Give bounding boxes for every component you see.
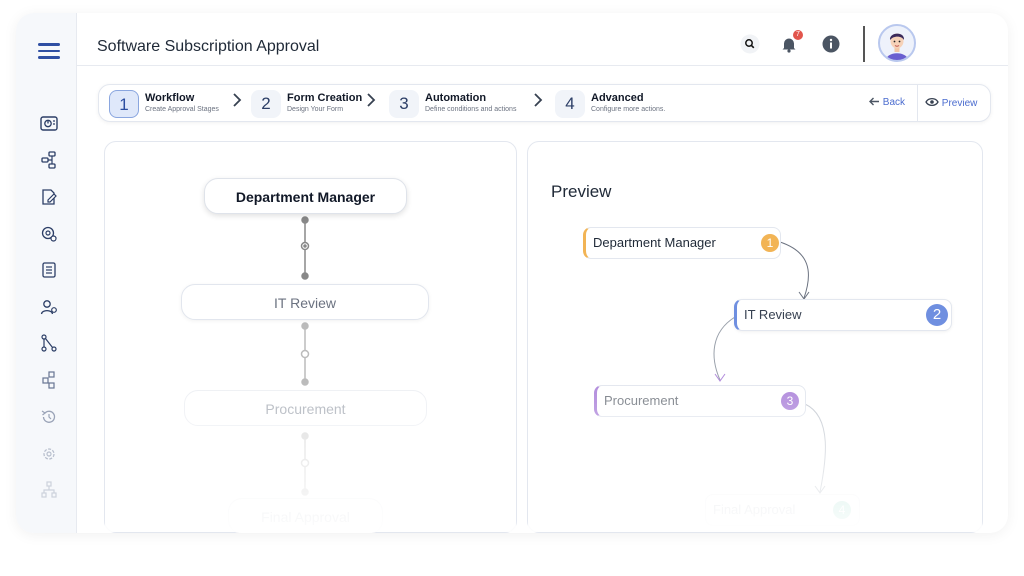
step-name: Advanced bbox=[591, 92, 644, 104]
preview-node-number: 1 bbox=[761, 234, 779, 252]
workflow-icon[interactable] bbox=[40, 151, 58, 169]
page-title: Software Subscription Approval bbox=[97, 38, 320, 55]
info-icon[interactable] bbox=[821, 34, 841, 54]
chevron-right-icon bbox=[366, 93, 376, 107]
header-divider bbox=[863, 26, 865, 62]
gear-icon[interactable] bbox=[40, 445, 58, 463]
workflow-builder-panel: Department Manager IT Review Procurement… bbox=[104, 141, 517, 533]
eye-icon bbox=[925, 97, 939, 107]
back-label: Back bbox=[882, 97, 906, 108]
notification-badge: 7 bbox=[793, 30, 803, 40]
preview-label: Preview bbox=[941, 98, 978, 109]
top-header: Software Subscription Approval 7 bbox=[77, 13, 1008, 66]
workflow-node[interactable]: IT Review bbox=[181, 284, 429, 320]
document-list-icon[interactable] bbox=[40, 261, 58, 279]
app-window: Software Subscription Approval 7 bbox=[16, 13, 1008, 533]
workflow-node[interactable]: Department Manager bbox=[204, 178, 407, 214]
preview-title: Preview bbox=[551, 182, 612, 201]
preview-node-label: IT Review bbox=[744, 307, 802, 322]
step-description: Design Your Form bbox=[287, 106, 344, 113]
preview-node-label: Final Approval bbox=[713, 502, 796, 517]
chevron-right-icon bbox=[533, 93, 543, 107]
preview-panel: Preview Department Manager 1 IT Review 2… bbox=[527, 141, 983, 533]
preview-node-number: 3 bbox=[781, 392, 799, 410]
menu-icon[interactable] bbox=[38, 43, 60, 59]
workflow-node[interactable]: Procurement bbox=[184, 390, 427, 426]
bell-icon[interactable] bbox=[779, 34, 799, 54]
preview-node-number: 2 bbox=[926, 304, 948, 326]
workflow-node[interactable]: Final Approval bbox=[228, 498, 383, 533]
preview-node-label: Department Manager bbox=[593, 235, 716, 250]
step-number: 2 bbox=[251, 90, 281, 118]
stepper-divider bbox=[917, 85, 918, 121]
search-icon[interactable] bbox=[740, 34, 760, 54]
org-chart-icon[interactable] bbox=[40, 481, 58, 499]
arrow-left-icon bbox=[869, 97, 879, 106]
step-description: Define conditions and actions bbox=[425, 106, 517, 113]
grid-flow-icon[interactable] bbox=[40, 371, 58, 389]
sidebar bbox=[16, 13, 77, 533]
step-number: 4 bbox=[555, 90, 585, 118]
step-name: Workflow bbox=[145, 92, 195, 104]
step-number: 1 bbox=[109, 90, 139, 118]
preview-node[interactable]: Final Approval 4 bbox=[705, 494, 860, 526]
preview-node[interactable]: Department Manager 1 bbox=[583, 227, 781, 259]
preview-node[interactable]: Procurement 3 bbox=[594, 385, 806, 417]
step-name: Automation bbox=[425, 92, 487, 104]
step-name: Form Creation bbox=[287, 92, 363, 104]
stepper-bar: 1 Workflow Create Approval Stages 2 Form… bbox=[98, 84, 991, 122]
avatar[interactable] bbox=[878, 24, 916, 62]
step-description: Create Approval Stages bbox=[145, 106, 219, 113]
user-settings-icon[interactable] bbox=[40, 298, 58, 316]
form-edit-icon[interactable] bbox=[40, 188, 58, 206]
hierarchy-icon[interactable] bbox=[40, 334, 58, 352]
dashboard-icon[interactable] bbox=[40, 115, 58, 133]
preview-node[interactable]: IT Review 2 bbox=[734, 299, 952, 331]
chevron-right-icon bbox=[232, 93, 242, 107]
history-icon[interactable] bbox=[40, 408, 58, 426]
preview-connectors bbox=[713, 241, 826, 494]
preview-node-label: Procurement bbox=[604, 393, 679, 408]
preview-button[interactable]: Preview bbox=[925, 97, 977, 109]
step-description: Configure more actions. bbox=[591, 106, 666, 113]
settings-icon[interactable] bbox=[40, 225, 58, 243]
step-number: 3 bbox=[389, 90, 419, 118]
preview-node-number: 4 bbox=[833, 501, 851, 519]
back-button[interactable]: Back bbox=[869, 97, 905, 108]
